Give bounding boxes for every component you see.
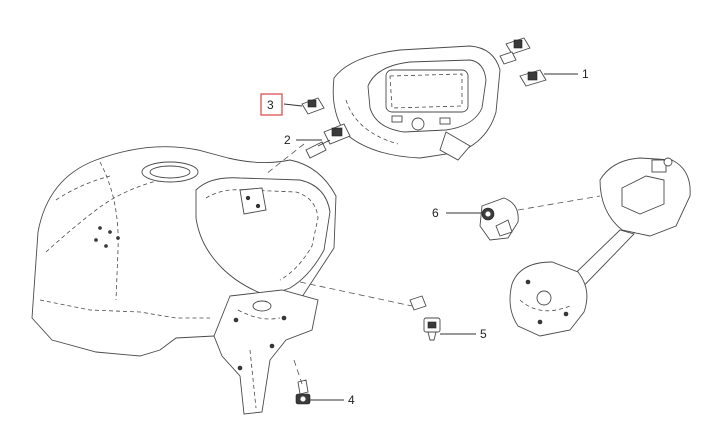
part-3-small-sensor: [301, 97, 325, 115]
callout-5[interactable]: 5: [480, 327, 487, 341]
callout-labels: 1 2 3 4 5 6: [260, 67, 589, 407]
part-4-connector: [295, 379, 311, 405]
callout-4[interactable]: 4: [348, 393, 355, 407]
callout-3[interactable]: 3: [267, 98, 274, 112]
callout-3-highlight: [260, 93, 283, 116]
steering-column-assembly: [509, 157, 691, 337]
part-1-switch-connectors: [499, 37, 547, 87]
instrument-cluster: [332, 45, 501, 161]
callout-1[interactable]: 1: [582, 67, 589, 81]
front-fairing-assembly: [31, 146, 337, 415]
part-2-wiring-connector: [305, 123, 351, 159]
part-5-pressure-switch: [409, 295, 441, 341]
callout-6[interactable]: 6: [432, 206, 439, 220]
assembly-guide-lines: [265, 143, 601, 385]
callout-2[interactable]: 2: [284, 133, 291, 147]
callout-leaders: [283, 73, 578, 401]
part-6-sensor-switch: [479, 197, 519, 241]
